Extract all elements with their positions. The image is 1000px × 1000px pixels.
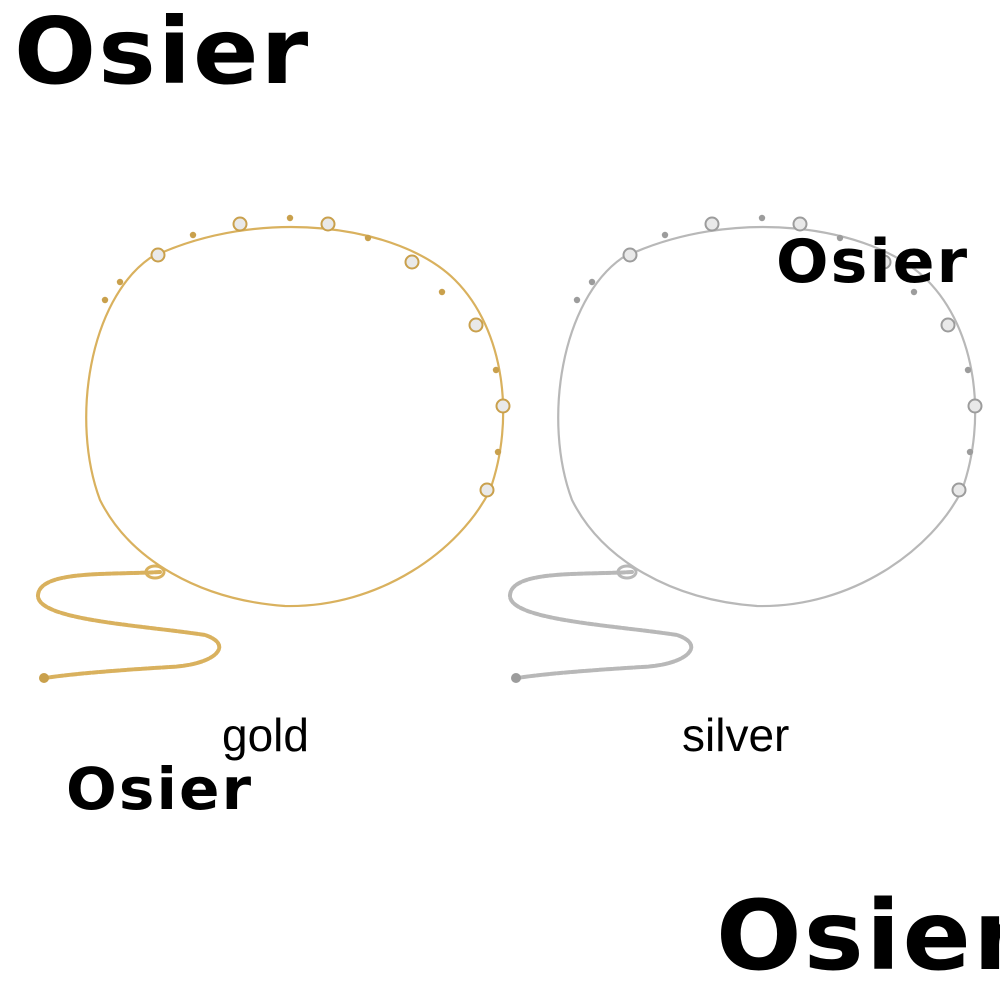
end-bead [39, 673, 49, 683]
chain-bead [116, 278, 124, 286]
bezel-stone [940, 317, 956, 333]
chain-bead [661, 231, 669, 239]
end-bead [511, 673, 521, 683]
brand-watermark-middle-right: Osier [776, 227, 970, 297]
chain-bead [438, 288, 446, 296]
lobster-clasp [144, 564, 166, 580]
gold-necklace-image [36, 214, 511, 683]
bezel-stone [320, 216, 336, 232]
chain-bead [966, 448, 974, 456]
chain-bead [964, 366, 972, 374]
bezel-stone [967, 398, 983, 414]
chain-bead [189, 231, 197, 239]
necklace-chain [557, 225, 977, 608]
chain-bead [836, 234, 844, 242]
bezel-stone [951, 482, 967, 498]
bezel-stone [468, 317, 484, 333]
brand-watermark-bottom-right: Osier [716, 880, 1000, 992]
chain-bead [492, 366, 500, 374]
brand-watermark-middle-left: Osier [66, 755, 254, 823]
lobster-clasp [616, 564, 638, 580]
chain-bead [588, 278, 596, 286]
necklace-chain [85, 225, 505, 608]
chain-bead [286, 214, 294, 222]
bezel-stone [479, 482, 495, 498]
bezel-stone [150, 247, 166, 263]
chain-bead [758, 214, 766, 222]
chain-bead [364, 234, 372, 242]
bezel-stone [495, 398, 511, 414]
silver-necklace-image [508, 214, 983, 683]
bezel-stone [404, 254, 420, 270]
bezel-stone [876, 254, 892, 270]
chain-bead [494, 448, 502, 456]
silver-variant-label: silver [682, 709, 790, 761]
bezel-stone [622, 247, 638, 263]
bezel-stone [704, 216, 720, 232]
chain-bead [573, 296, 581, 304]
chain-bead [101, 296, 109, 304]
extender-chain [508, 570, 694, 680]
gold-variant-label: gold [222, 709, 309, 761]
chain-bead [910, 288, 918, 296]
bezel-stone [232, 216, 248, 232]
bezel-stone [792, 216, 808, 232]
brand-watermark-top-left: Osier [14, 0, 311, 105]
extender-chain [36, 570, 222, 680]
